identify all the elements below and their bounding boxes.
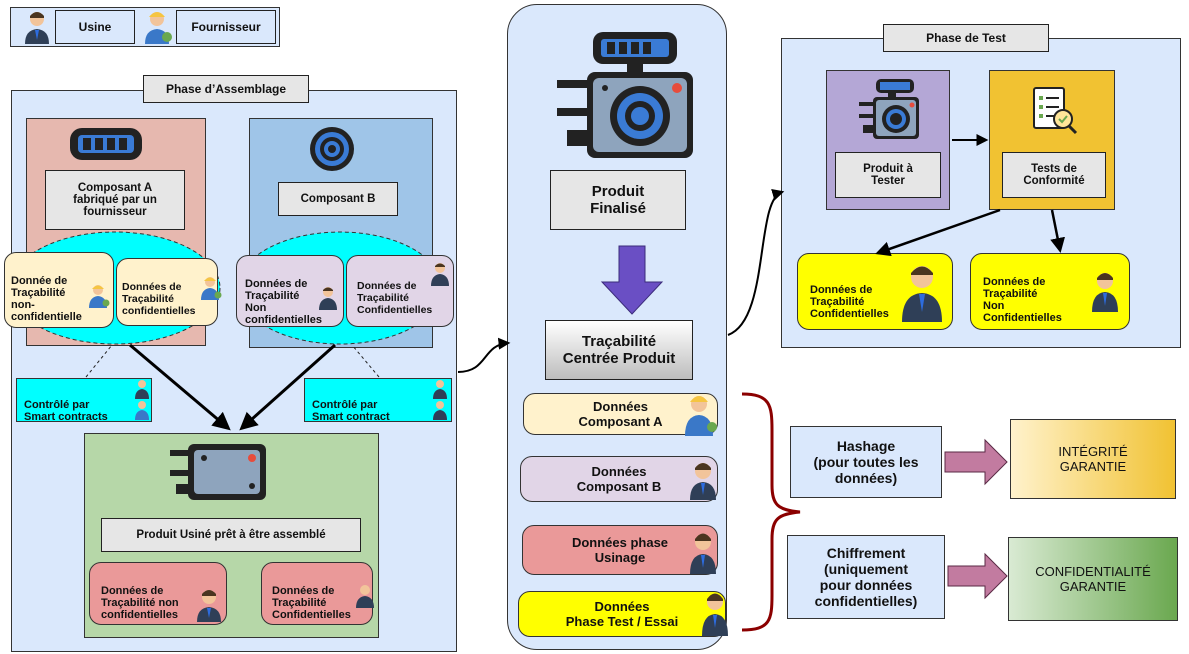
factory-worker-icon [355, 584, 375, 608]
test-phase-title: Phase de Test [883, 24, 1049, 52]
factory-worker-icon [134, 379, 150, 399]
smart-contract-right-label: Contrôlé par Smart contract [312, 399, 390, 423]
ring-component-icon [307, 124, 357, 174]
center-item-component-a: Données Composant A [523, 393, 718, 435]
battery-icon [68, 124, 144, 164]
center-item-test: Données Phase Test / Essai [518, 591, 726, 637]
encrypt-box: Chiffrement (uniquement pour données con… [787, 535, 945, 619]
factory-worker-icon [900, 262, 944, 322]
smart-contract-left: Contrôlé par Smart contracts [16, 378, 152, 423]
factory-worker-icon [318, 286, 338, 310]
factory-worker-icon [432, 379, 448, 399]
factory-worker-icon [432, 400, 448, 420]
assembly-phase-title: Phase d’Assemblage [143, 75, 309, 103]
supplier-worker-icon [88, 284, 110, 308]
integrity-box: INTÉGRITÉ GARANTIE [1010, 419, 1176, 499]
supplier-worker-icon [134, 400, 150, 420]
checklist-icon [1028, 86, 1078, 136]
machine-block-icon [168, 440, 268, 504]
engine-icon [858, 78, 920, 140]
center-item-machining: Données phase Usinage [522, 525, 718, 575]
component-b-public-data: Données de Traçabilité Non confidentiell… [236, 255, 344, 327]
conformity-title: Tests de Conformité [1002, 152, 1106, 198]
finished-product-title: Produit Finalisé [550, 170, 686, 230]
traceability-center-title: Traçabilité Centrée Produit [545, 320, 693, 380]
factory-worker-icon [22, 10, 52, 44]
component-b-title: Composant B [278, 182, 398, 216]
machined-product-title: Produit Usiné prêt à être assemblé [101, 518, 361, 552]
hash-box: Hashage (pour toutes les données) [790, 426, 942, 498]
engine-icon [555, 30, 695, 160]
component-b-private-data-label: Données de Traçabilité Confidentielles [357, 280, 433, 316]
component-b-public-data-label: Données de Traçabilité Non confidentiell… [245, 278, 323, 326]
factory-worker-icon [688, 530, 718, 574]
supplier-worker-icon [143, 10, 173, 44]
factory-worker-icon [194, 588, 224, 622]
legend-supplier-label: Fournisseur [176, 10, 276, 44]
factory-worker-icon [430, 262, 450, 286]
factory-worker-icon [1090, 270, 1120, 312]
test-private-data-label: Données de Traçabilité Confidentielles [810, 284, 889, 320]
component-a-private-data: Données de Traçabilité confidentielles [116, 258, 218, 326]
center-item-component-b: Données Composant B [520, 456, 718, 502]
machined-private-data: Données de Traçabilité Confidentielles [261, 562, 373, 625]
factory-worker-icon [688, 460, 718, 500]
test-public-data: Données de Traçabilité Non Confidentiell… [970, 253, 1130, 330]
confidentiality-box: CONFIDENTIALITÉ GARANTIE [1008, 537, 1178, 621]
smart-contract-left-label: Contrôlé par Smart contracts [24, 399, 108, 423]
supplier-worker-icon [684, 392, 718, 436]
machined-public-data-label: Données de Traçabilité non confidentiell… [101, 585, 179, 621]
machined-private-data-label: Données de Traçabilité Confidentielles [272, 585, 351, 621]
component-a-public-data-label: Donnée de Traçabilité non- confidentiell… [11, 275, 82, 323]
test-public-data-label: Données de Traçabilité Non Confidentiell… [983, 276, 1062, 324]
test-product-title: Produit à Tester [835, 152, 941, 198]
legend-factory-label: Usine [55, 10, 135, 44]
factory-worker-icon [700, 590, 730, 636]
component-a-private-data-label: Données de Traçabilité confidentielles [122, 281, 196, 317]
supplier-worker-icon [200, 276, 222, 300]
smart-contract-right: Contrôlé par Smart contract [304, 378, 452, 423]
component-a-title: Composant A fabriqué par un fournisseur [45, 170, 185, 230]
